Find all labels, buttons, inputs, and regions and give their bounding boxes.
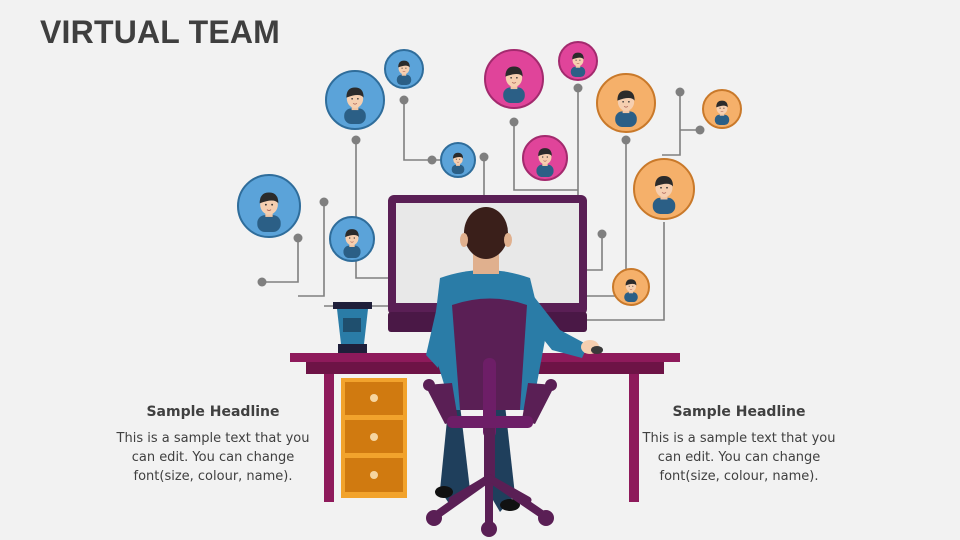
avatar-icon xyxy=(522,135,568,181)
avatar-icon xyxy=(440,142,476,178)
left-body-text[interactable]: This is a sample text that you can edit.… xyxy=(116,431,310,484)
coffee-cup-icon xyxy=(333,302,372,354)
desk-drawer-icon xyxy=(341,378,407,498)
left-text-block: Sample Headline This is a sample text th… xyxy=(108,404,318,486)
avatars xyxy=(237,41,742,306)
avatar-icon xyxy=(596,73,656,133)
right-body-text[interactable]: This is a sample text that you can edit.… xyxy=(642,431,836,484)
right-headline[interactable]: Sample Headline xyxy=(672,404,806,420)
avatar-icon xyxy=(329,216,375,262)
avatar-icon xyxy=(633,158,695,220)
right-text-block: Sample Headline This is a sample text th… xyxy=(634,404,844,486)
connector-dots xyxy=(257,83,705,287)
avatar-icon xyxy=(384,49,424,89)
left-headline[interactable]: Sample Headline xyxy=(146,404,280,420)
avatar-icon xyxy=(484,49,544,109)
avatar-icon xyxy=(325,70,385,130)
slide-title: VIRTUAL TEAM xyxy=(40,14,281,50)
avatar-icon xyxy=(237,174,301,238)
avatar-icon xyxy=(702,89,742,129)
avatar-icon xyxy=(612,268,650,306)
office-chair-icon xyxy=(423,298,557,537)
avatar-icon xyxy=(558,41,598,81)
